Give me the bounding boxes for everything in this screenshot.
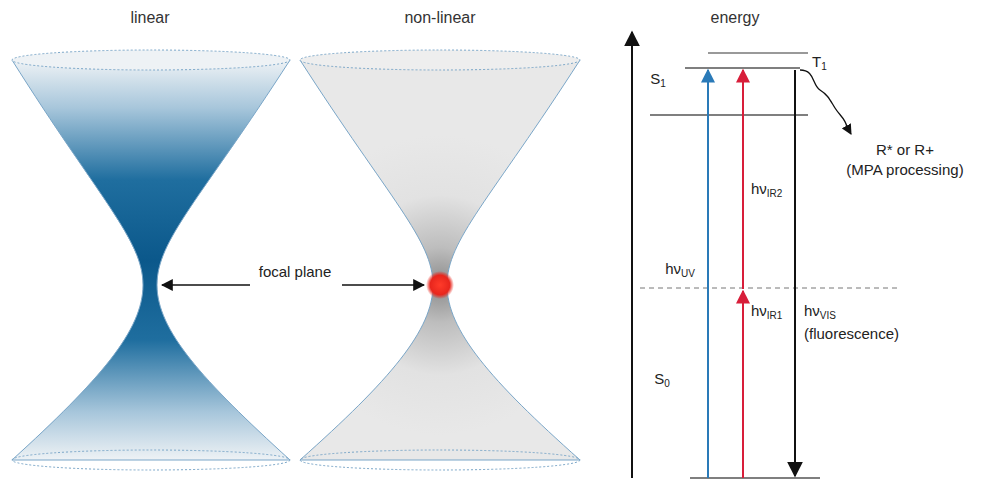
symbol-subscript: IR2 <box>767 188 783 199</box>
symbol-base: T <box>812 53 821 70</box>
panel-heading: linear <box>130 9 169 27</box>
emission-arrow <box>794 70 796 476</box>
panel-heading: focal plane <box>259 263 332 280</box>
uv-absorption-arrow <box>707 70 709 478</box>
pointer-arrow <box>342 284 424 286</box>
beam-cone <box>12 60 290 460</box>
diagram-label: S0 <box>654 370 670 390</box>
diagram-label: (fluorescence) <box>804 325 899 342</box>
symbol-base: hν <box>751 302 767 319</box>
symbol-subscript: UV <box>681 268 695 279</box>
diagram-label: hνVIS <box>804 302 836 322</box>
beam-bottom-ellipse <box>12 450 290 470</box>
ir-absorption-arrow <box>742 291 744 478</box>
symbol-subscript: VIS <box>820 310 836 321</box>
ir-absorption-arrow <box>742 70 744 289</box>
panel-heading: non-linear <box>404 9 475 27</box>
diagram-label: T1 <box>812 53 827 73</box>
diagram-label: S1 <box>650 70 666 90</box>
energy-level <box>708 52 808 54</box>
symbol-subscript: 1 <box>660 78 666 89</box>
ground-level <box>690 477 820 479</box>
symbol-subscript: IR1 <box>767 310 783 321</box>
beam-top-ellipse <box>12 50 290 70</box>
pointer-arrow <box>162 284 250 286</box>
diagram-label: hνIR1 <box>751 302 782 322</box>
symbol-base: hν <box>751 180 767 197</box>
symbol-base: S <box>654 370 664 387</box>
nonlinear-beam <box>300 50 580 470</box>
energy-axis <box>631 32 633 478</box>
linear-beam <box>12 50 290 470</box>
symbol-base: hν <box>804 302 820 319</box>
focal-spot <box>426 271 454 299</box>
symbol-subscript: 1 <box>821 61 827 72</box>
wavy-arrow <box>800 70 851 134</box>
energy-level <box>685 67 800 69</box>
virtual-level <box>640 288 900 289</box>
beam-bottom-ellipse <box>300 450 580 470</box>
beam-top-ellipse <box>300 50 580 70</box>
diagram-label: (MPA processing) <box>846 161 963 178</box>
diagram-label: hνUV <box>665 260 695 280</box>
diagram-label: hνIR2 <box>751 180 782 200</box>
energy-level <box>650 114 808 116</box>
symbol-base: S <box>650 70 660 87</box>
beam-cone <box>300 60 580 460</box>
symbol-base: hν <box>665 260 681 277</box>
panel-heading: energy <box>711 9 760 27</box>
diagram-label: R* or R+ <box>876 141 934 158</box>
symbol-subscript: 0 <box>664 378 670 389</box>
